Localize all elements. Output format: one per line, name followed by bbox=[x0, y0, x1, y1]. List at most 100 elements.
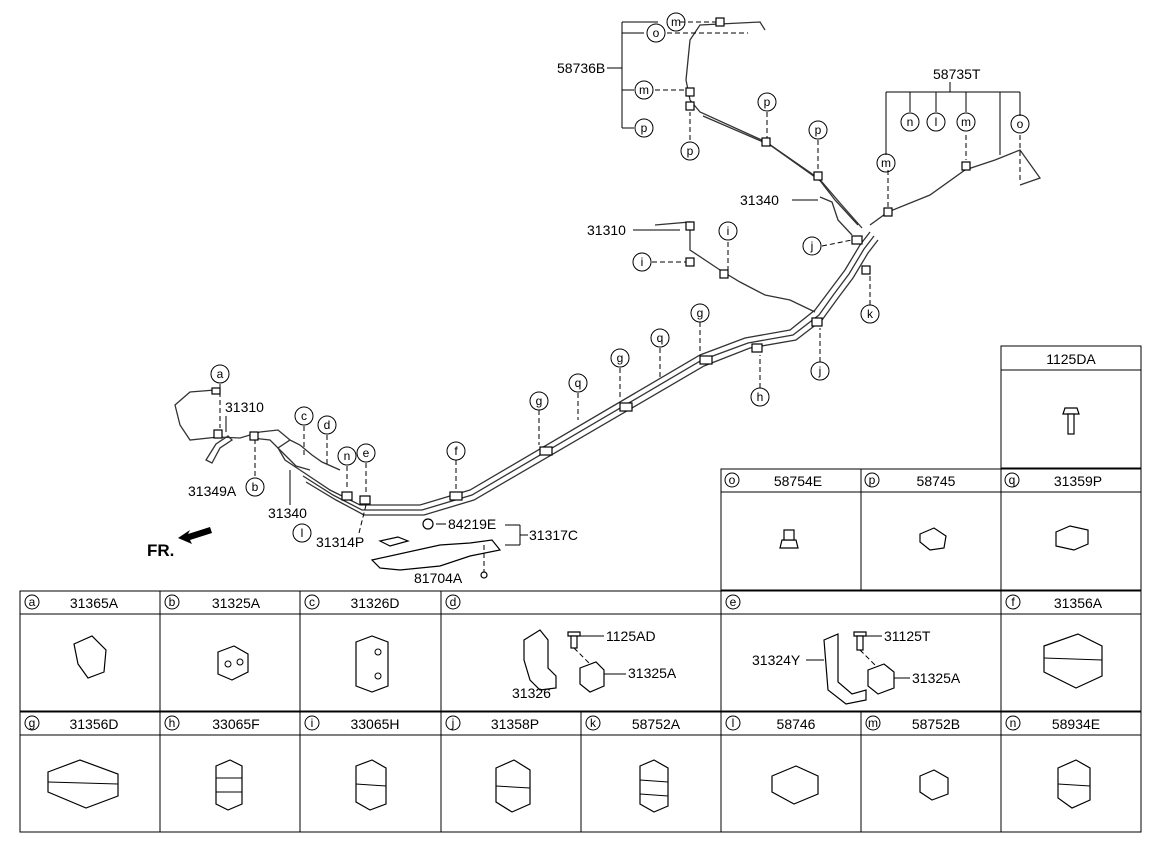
svg-text:p: p bbox=[815, 123, 822, 137]
legend-cell-g: g 31356D bbox=[24, 715, 119, 809]
svg-text:m: m bbox=[671, 15, 681, 29]
svg-text:m: m bbox=[868, 716, 878, 730]
svg-text:33065H: 33065H bbox=[350, 716, 399, 732]
svg-text:31356A: 31356A bbox=[1054, 595, 1103, 611]
svg-text:h: h bbox=[757, 390, 764, 404]
callout-k: k bbox=[860, 304, 880, 324]
clip-58746-icon bbox=[771, 765, 819, 805]
bolt-1125DA-icon bbox=[1062, 407, 1080, 435]
callout-d: d bbox=[317, 415, 337, 435]
callout-i1: i bbox=[718, 221, 738, 241]
block-31359P-icon bbox=[1055, 525, 1089, 551]
front-arrow-icon bbox=[178, 527, 212, 544]
callout-g1: g bbox=[529, 391, 549, 411]
callout-q1: q bbox=[568, 373, 588, 393]
svg-text:k: k bbox=[867, 307, 874, 321]
svg-text:q: q bbox=[657, 331, 664, 345]
callout-l2: l bbox=[292, 523, 312, 543]
label-31317C: 31317C bbox=[529, 527, 578, 543]
legend-cell-l: l 58746 bbox=[725, 715, 819, 805]
svg-text:m: m bbox=[961, 115, 971, 129]
svg-text:g: g bbox=[536, 394, 543, 408]
svg-text:b: b bbox=[169, 595, 176, 609]
front-indicator: FR. bbox=[147, 527, 212, 560]
leader-lines bbox=[219, 21, 1021, 572]
bracket-31326-icon bbox=[523, 629, 557, 691]
label-31326: 31326 bbox=[512, 685, 551, 701]
svg-text:d: d bbox=[450, 595, 457, 609]
svg-text:o: o bbox=[653, 26, 660, 40]
label-58735T: 58735T bbox=[933, 66, 981, 82]
legend-cell-a: a 31365A bbox=[24, 594, 119, 679]
svg-text:p: p bbox=[687, 144, 694, 158]
clip-31326D-icon bbox=[355, 635, 389, 693]
callout-p1: p bbox=[757, 92, 777, 112]
callout-m1: m bbox=[634, 80, 654, 100]
svg-text:31359P: 31359P bbox=[1054, 473, 1102, 489]
callout-m3: m bbox=[876, 153, 896, 173]
callout-o2: o bbox=[1010, 114, 1030, 134]
label-31310-lower: 31310 bbox=[225, 399, 264, 415]
callout-h: h bbox=[750, 387, 770, 407]
callout-c: c bbox=[294, 406, 314, 426]
legend-cell-c: c 31326D bbox=[304, 594, 400, 693]
label-84219E: 84219E bbox=[448, 516, 496, 532]
svg-text:g: g bbox=[617, 351, 624, 365]
legend-cell-i: i 33065H bbox=[304, 715, 400, 811]
legend-cell-b: b 31325A bbox=[164, 594, 261, 681]
svg-text:i: i bbox=[727, 224, 730, 238]
svg-text:58745: 58745 bbox=[917, 473, 956, 489]
svg-text:o: o bbox=[729, 473, 736, 487]
legend-cell-f: f 31356A bbox=[1005, 594, 1103, 689]
svg-text:m: m bbox=[881, 156, 891, 170]
callout-m2: m bbox=[666, 12, 686, 32]
clip-58752B-icon bbox=[919, 769, 949, 801]
clip-31325A-icon bbox=[217, 645, 249, 681]
svg-text:q: q bbox=[575, 376, 582, 390]
callout-l1: l bbox=[926, 112, 946, 132]
svg-text:p: p bbox=[641, 121, 648, 135]
svg-text:31365A: 31365A bbox=[70, 595, 119, 611]
callout-e: e bbox=[356, 443, 376, 463]
callout-q2: q bbox=[650, 328, 670, 348]
clip-31325A-e-icon bbox=[867, 663, 895, 695]
callout-g2: g bbox=[610, 348, 630, 368]
label-31125T: 31125T bbox=[884, 628, 931, 644]
legend-cell-m: m 58752B bbox=[865, 715, 960, 801]
svg-text:j: j bbox=[818, 364, 822, 378]
callout-i2: i bbox=[632, 252, 652, 272]
legend-cell-j: j 31358P bbox=[445, 715, 539, 813]
callout-n2: n bbox=[900, 112, 920, 132]
svg-text:l: l bbox=[935, 115, 938, 129]
svg-text:q: q bbox=[1009, 473, 1016, 487]
svg-text:58752B: 58752B bbox=[912, 716, 960, 732]
svg-text:f: f bbox=[454, 444, 458, 458]
callout-g3: g bbox=[690, 303, 710, 323]
callout-o1: o bbox=[646, 23, 666, 43]
legend-cell-k: k 58752A bbox=[585, 715, 681, 813]
svg-text:g: g bbox=[697, 306, 704, 320]
svg-text:k: k bbox=[590, 716, 597, 730]
svg-text:58754E: 58754E bbox=[774, 473, 822, 489]
legend-cell-n: n 58934E bbox=[1005, 715, 1100, 809]
clip-58934E-icon bbox=[1057, 759, 1091, 809]
label-31310-upper: 31310 bbox=[587, 222, 626, 238]
callouts: a b c d n e f g q g q g h j k j i i p p … bbox=[210, 12, 1030, 543]
callout-p4: p bbox=[634, 118, 654, 138]
label-31349A: 31349A bbox=[188, 483, 237, 499]
svg-text:58752A: 58752A bbox=[632, 716, 681, 732]
callout-b: b bbox=[245, 477, 265, 497]
svg-text:c: c bbox=[309, 595, 315, 609]
svg-text:e: e bbox=[730, 595, 737, 609]
svg-text:b: b bbox=[252, 480, 259, 494]
callout-j2: j bbox=[802, 236, 822, 256]
clip-33065F-icon bbox=[215, 759, 243, 811]
svg-text:33065F: 33065F bbox=[212, 716, 259, 732]
svg-text:p: p bbox=[764, 95, 771, 109]
svg-text:58746: 58746 bbox=[777, 716, 816, 732]
svg-text:f: f bbox=[1011, 595, 1015, 609]
svg-text:h: h bbox=[169, 716, 176, 730]
label-31340-upper: 31340 bbox=[740, 192, 779, 208]
svg-text:e: e bbox=[363, 446, 370, 460]
